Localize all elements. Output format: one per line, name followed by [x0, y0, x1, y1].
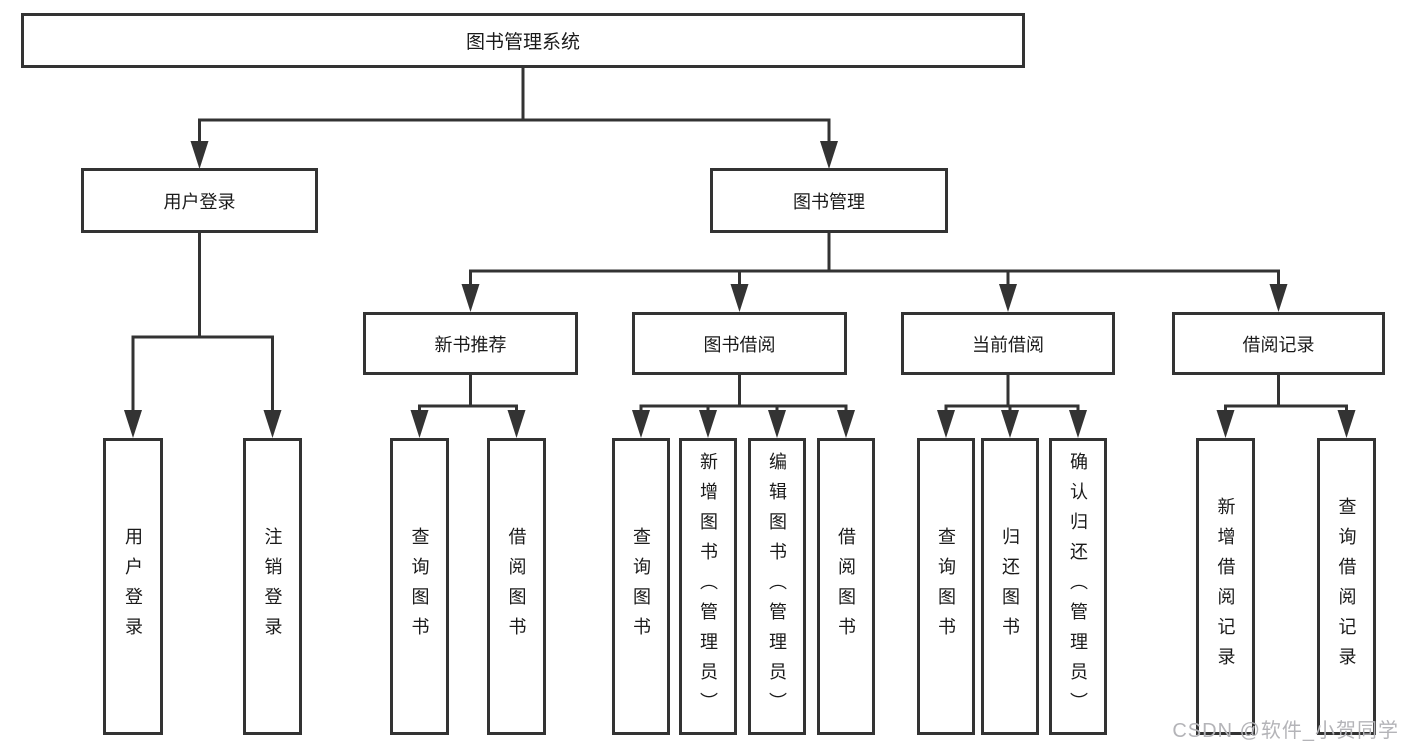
node-label: 当前借阅	[972, 334, 1044, 355]
node-label: 用户登录	[123, 526, 143, 647]
leaf-add-books-admin: 新增图书（管理员）	[679, 438, 737, 735]
node-library-management-system: 图书管理系统	[21, 13, 1025, 68]
node-label: 图书管理系统	[465, 32, 580, 53]
node-label: 注销登录	[262, 526, 283, 647]
node-user-login: 用户登录	[81, 168, 318, 233]
leaf-borrow-books: 借阅图书	[817, 438, 875, 735]
node-label: 新书推荐	[434, 334, 507, 355]
node-label: 归还图书	[1000, 526, 1020, 647]
connector-current-borrow-to-children	[944, 373, 1080, 414]
connector-book-management-to-level3	[469, 231, 1280, 288]
node-label: 新增借阅记录	[1215, 496, 1236, 677]
node-label: 用户登录	[163, 191, 236, 212]
leaf-borrow-books-recommend: 借阅图书	[487, 438, 546, 735]
node-label: 确认归还（管理员）	[1068, 451, 1088, 722]
connector-borrow-records-to-children	[1224, 373, 1348, 414]
node-label: 借阅记录	[1242, 334, 1315, 355]
connector-book-borrow-to-children	[639, 373, 848, 414]
node-label: 借阅图书	[506, 526, 527, 647]
leaf-return-books: 归还图书	[981, 438, 1039, 735]
leaf-query-books-recommend: 查询图书	[390, 438, 449, 735]
leaf-user-login: 用户登录	[103, 438, 163, 735]
connector-root-to-level2	[198, 66, 831, 144]
connector-new-book-recommend-to-children	[418, 373, 518, 414]
node-label: 查询借阅记录	[1336, 496, 1357, 677]
arrowheads	[124, 141, 1356, 438]
leaf-edit-books-admin: 编辑图书（管理员）	[748, 438, 806, 735]
csdn-watermark: CSDN @软件_小贺同学	[1172, 720, 1399, 742]
node-label: 查询图书	[409, 526, 430, 647]
node-label: 图书管理	[793, 191, 865, 212]
leaf-add-borrow-record: 新增借阅记录	[1196, 438, 1255, 735]
node-label: 图书借阅	[703, 334, 776, 355]
node-label: 查询图书	[936, 526, 956, 647]
node-book-borrow: 图书借阅	[632, 312, 847, 375]
leaf-confirm-return-admin: 确认归还（管理员）	[1049, 438, 1107, 735]
node-label: 查询图书	[631, 526, 651, 647]
node-book-management: 图书管理	[710, 168, 948, 233]
node-new-book-recommend: 新书推荐	[363, 312, 578, 375]
node-label: 借阅图书	[836, 526, 856, 647]
leaf-logout: 注销登录	[243, 438, 302, 735]
node-current-borrow: 当前借阅	[901, 312, 1115, 375]
leaf-query-borrow-record: 查询借阅记录	[1317, 438, 1376, 735]
leaf-query-books-borrow: 查询图书	[612, 438, 670, 735]
node-label: 新增图书（管理员）	[698, 451, 718, 722]
connector-user-login-to-children	[131, 231, 274, 414]
node-label: 编辑图书（管理员）	[767, 451, 787, 722]
leaf-query-books-current: 查询图书	[917, 438, 975, 735]
node-borrow-records: 借阅记录	[1172, 312, 1385, 375]
